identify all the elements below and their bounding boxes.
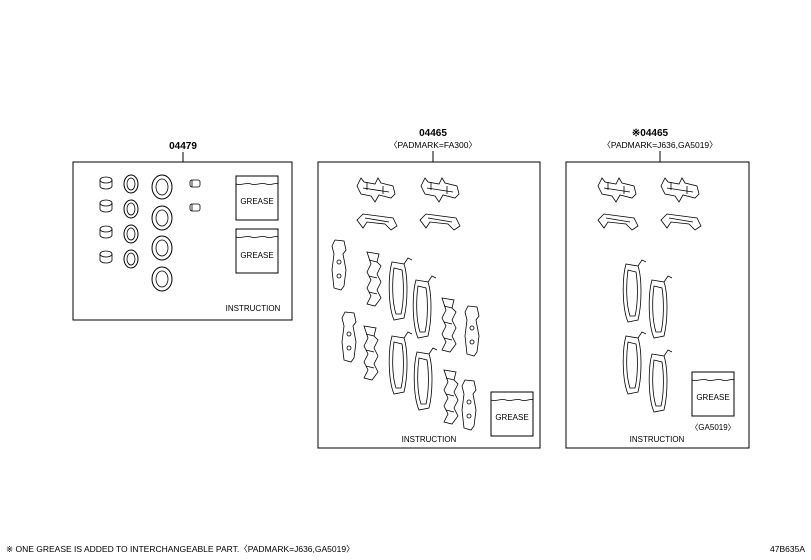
kit-box: [72, 161, 293, 321]
grease-label: GREASE: [240, 251, 273, 260]
brake-pads: [622, 259, 673, 413]
kit-group-04479: 04479 GREASE: [72, 141, 293, 321]
grease-label: GREASE: [495, 413, 528, 422]
kit-group-04465-fa300: 04465 〈PADMARK=FA300〉 GREASE INSTRUCTIO: [317, 128, 541, 449]
instruction-label: INSTRUCTION: [402, 435, 457, 444]
anti-squeal-clips: [597, 177, 702, 231]
part-number-04479: 04479: [169, 141, 197, 152]
piston-set: [99, 176, 113, 264]
brake-pads: [331, 239, 480, 431]
instruction-label: INSTRUCTION: [226, 304, 281, 313]
anti-squeal-clips: [356, 177, 461, 231]
part-number-04465-interchangeable: ※04465: [632, 128, 669, 139]
kit-group-04465-j636: ※04465 〈PADMARK=J636,GA5019〉 GREASE 〈GA5…: [565, 128, 750, 449]
kit-box: [317, 161, 541, 449]
diagram-id: 47B635A: [770, 544, 805, 554]
ga5019-note: 〈GA5019〉: [690, 423, 735, 432]
bleeder-caps: [189, 179, 201, 212]
footnote: ※ ONE GREASE IS ADDED TO INTERCHANGEABLE…: [6, 544, 355, 554]
padmark-note: 〈PADMARK=J636,GA5019〉: [602, 140, 717, 150]
part-number-04465: 04465: [419, 128, 447, 139]
seal-rings-large: [151, 174, 173, 292]
padmark-note: 〈PADMARK=FA300〉: [389, 140, 477, 150]
grease-label: GREASE: [696, 393, 729, 402]
seal-rings-small: [123, 174, 139, 269]
kit-box: [565, 161, 750, 449]
instruction-label: INSTRUCTION: [630, 435, 685, 444]
grease-label: GREASE: [240, 197, 273, 206]
